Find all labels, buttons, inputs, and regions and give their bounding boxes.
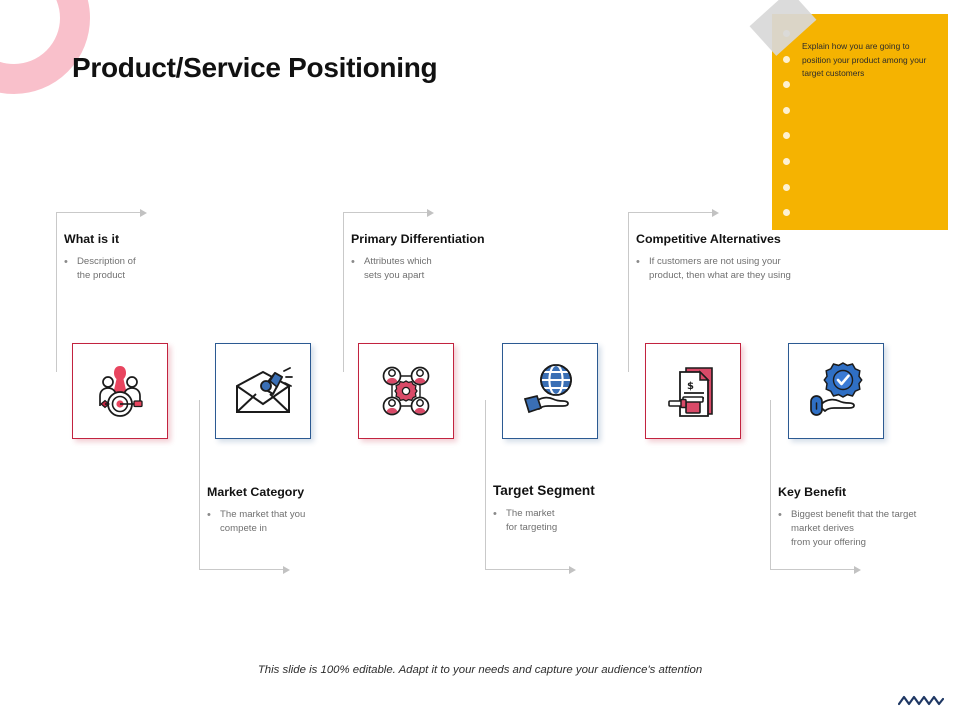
bullet-dot-icon: •	[493, 508, 497, 520]
block-heading: Competitive Alternatives	[636, 232, 781, 246]
connector-target-segment	[485, 400, 585, 574]
iconbox-key-benefit[interactable]	[788, 343, 884, 439]
block-key-benefit: Key Benefit • Biggest benefit that the t…	[778, 485, 958, 550]
block-bullet: • The market for targeting	[493, 507, 673, 535]
block-bullet: • Description of the product	[64, 255, 239, 283]
bullet-label: Description of the product	[77, 256, 136, 281]
iconbox-market-category[interactable]	[215, 343, 311, 439]
hand-globe-icon	[523, 363, 572, 414]
bullet-dot-icon: •	[636, 256, 640, 268]
connector-key-benefit	[770, 400, 870, 574]
footer-note: This slide is 100% editable. Adapt it to…	[257, 664, 703, 676]
block-competitive-alternatives: Competitive Alternatives • If customers …	[636, 232, 886, 283]
bullet-label: If customers are not using your product,…	[649, 256, 791, 281]
connector-what-is-it	[56, 208, 156, 372]
bullet-label: The market that you compete in	[220, 509, 306, 534]
block-heading: Market Category	[207, 485, 305, 499]
bullet-dot-icon: •	[778, 509, 782, 521]
block-bullet: • Biggest benefit that the target market…	[778, 508, 958, 550]
block-primary-differentiation: Primary Differentiation • Attributes whi…	[351, 232, 541, 283]
bullet-label: The market for targeting	[506, 508, 558, 533]
bullet-dot-icon: •	[64, 256, 68, 268]
block-heading: Key Benefit	[778, 485, 847, 499]
hand-gear-check-icon	[810, 362, 863, 416]
bullet-dot-icon: •	[207, 509, 211, 521]
bullet-dot-icon: •	[351, 256, 355, 268]
block-heading: Primary Differentiation	[351, 232, 485, 246]
block-bullet: • If customers are not using your produc…	[636, 255, 886, 283]
sticky-note: Explain how you are going to position yo…	[749, 0, 948, 242]
sticky-note-text: Explain how you are going to position yo…	[802, 41, 927, 78]
users-gear-network-icon	[382, 366, 430, 416]
page-title: Product/Service Positioning	[72, 52, 438, 83]
svg-text:$: $	[687, 381, 694, 392]
invoice-gavel-icon: $	[668, 367, 713, 417]
block-heading: Target Segment	[493, 483, 595, 498]
sticky-note-body	[772, 14, 948, 230]
iconbox-target-segment[interactable]	[502, 343, 598, 439]
block-what-is-it: What is it • Description of the product	[64, 232, 239, 283]
target-audience-icon	[99, 366, 143, 417]
zigzag-decoration	[898, 695, 944, 706]
block-target-segment: Target Segment • The market for targetin…	[493, 483, 673, 535]
bullet-label: Biggest benefit that the target market d…	[791, 509, 917, 548]
iconbox-what-is-it[interactable]	[72, 343, 168, 439]
block-market-category: Market Category • The market that you co…	[207, 485, 397, 536]
block-bullet: • The market that you compete in	[207, 508, 397, 536]
block-bullet: • Attributes which sets you apart	[351, 255, 541, 283]
iconbox-primary-differentiation[interactable]	[358, 343, 454, 439]
envelope-megaphone-icon	[236, 367, 293, 413]
block-heading: What is it	[64, 232, 120, 246]
sticky-note-punch-holes	[783, 30, 791, 260]
connector-competitive-alternatives	[628, 208, 728, 372]
bullet-label: Attributes which sets you apart	[364, 256, 432, 281]
connector-market-category	[199, 400, 299, 574]
connector-primary-differentiation	[343, 208, 443, 372]
iconbox-competitive-alternatives[interactable]: $	[645, 343, 741, 439]
